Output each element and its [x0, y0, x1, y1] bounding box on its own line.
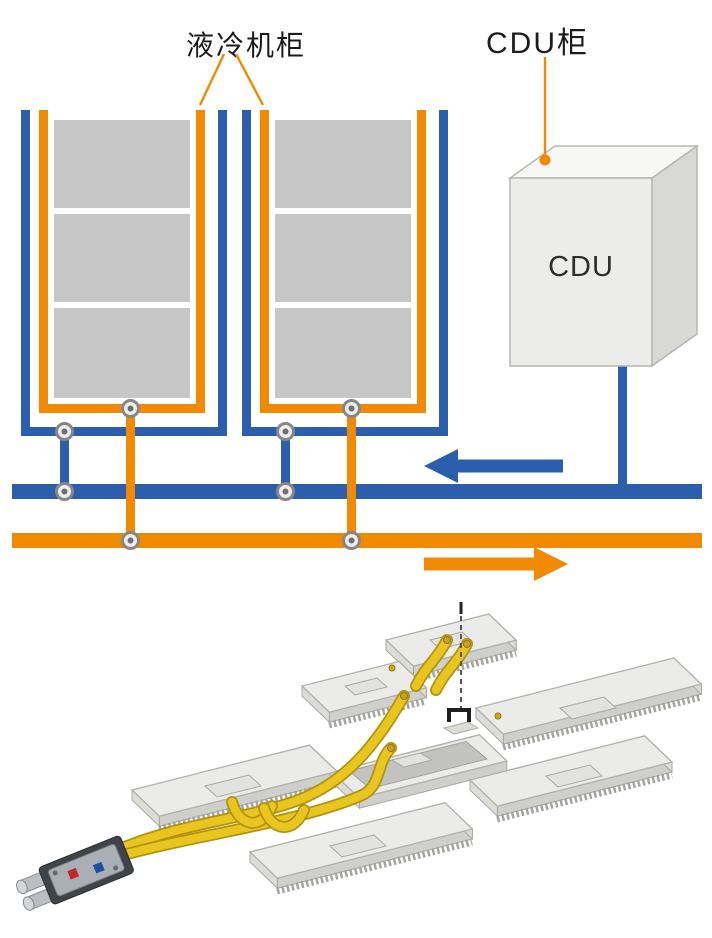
- cdu-cabinet-label: CDU柜: [486, 27, 589, 60]
- retention-clip: [447, 708, 471, 722]
- clip-socket: [442, 721, 480, 735]
- hose-fitting: [463, 640, 471, 648]
- connector-face-plate: [48, 843, 125, 897]
- cdu-box-side-face: [651, 144, 698, 368]
- cold-plate-module-4: [468, 734, 674, 823]
- cdu-unit: CDU: [507, 144, 700, 486]
- coolant-valve: [55, 482, 74, 501]
- cdu-leader-line: [539, 57, 551, 166]
- coolant-hose-1: [113, 691, 409, 855]
- cabinet-leader-lines: [198, 53, 265, 106]
- cabinet-1-blue-loop: [21, 110, 227, 491]
- coolant-valve: [121, 531, 140, 550]
- return-flow-arrow: [424, 547, 568, 581]
- supply-main-pipe: [12, 484, 702, 499]
- hose-s-tube-1: [411, 635, 452, 691]
- coupler-cap-2: [22, 896, 35, 911]
- coolant-valve: [342, 531, 361, 550]
- hose-u-loop-2: [259, 803, 309, 832]
- quick-connector-assembly: [16, 835, 134, 911]
- hose-fitting: [400, 692, 408, 700]
- cabinet-2: [242, 110, 448, 547]
- coolant-valve: [55, 422, 74, 441]
- cabinet-2-rack-stack: [275, 120, 411, 398]
- cdu-box-label: CDU: [548, 251, 614, 283]
- tray-block: [390, 752, 434, 768]
- cold-plate-module-5: [130, 744, 339, 833]
- coolant-valve: [276, 422, 295, 441]
- coolant-valve: [121, 399, 140, 418]
- hose-s-tube-2: [431, 639, 472, 695]
- cabinet-2-blue-loop: [242, 110, 448, 491]
- coolant-hose-2: [115, 743, 396, 861]
- hose-fitting: [443, 636, 451, 644]
- blue-key-marker: [92, 861, 105, 874]
- coolant-valve: [276, 482, 295, 501]
- red-key-marker: [67, 867, 80, 880]
- cold-plate-module-3: [474, 656, 703, 751]
- cabinet-1-rack-stack: [54, 120, 190, 398]
- cold-plate-module-6: [248, 801, 474, 895]
- cabinet-1: [21, 110, 227, 547]
- hose-fitting: [387, 744, 395, 752]
- insertion-guide: [447, 602, 471, 722]
- coupler-cap-1: [16, 879, 28, 895]
- cdu-box-front-face: [509, 177, 653, 367]
- coolant-hoses: [112, 634, 473, 862]
- connector-screw: [113, 865, 119, 871]
- cooling-loop-schematic: CDU: [12, 53, 702, 581]
- liquid-cooling-cabinet-label: 液冷机柜: [186, 30, 307, 61]
- cold-plate-assembly-illustration: [16, 602, 703, 911]
- coolant-valve: [342, 399, 361, 418]
- cdu-leader-dot: [539, 154, 551, 166]
- supply-flow-arrow: [424, 449, 563, 483]
- cdu-supply-drop-pipe: [618, 366, 627, 486]
- connector-screw: [52, 870, 58, 876]
